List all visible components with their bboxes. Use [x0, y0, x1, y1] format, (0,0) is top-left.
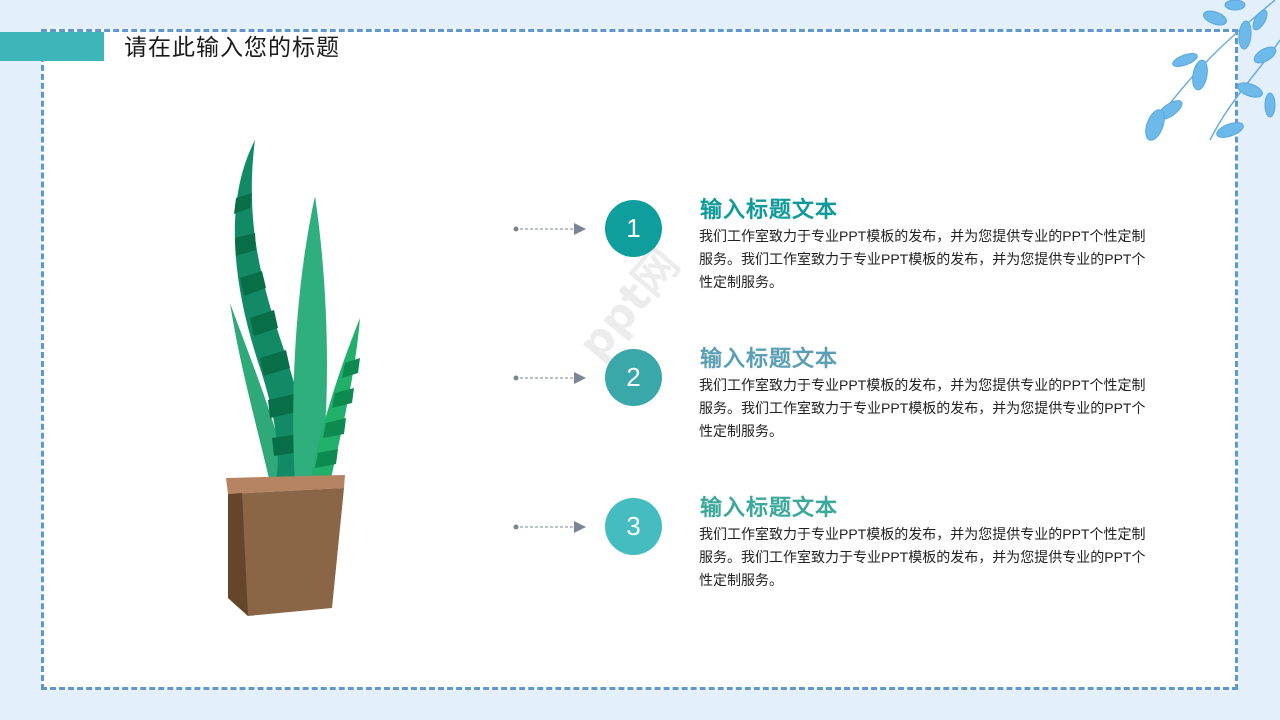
- arrow-connector-icon: [513, 521, 586, 533]
- list-item-2: 2 输入标题文本 我们工作室致力于专业PPT模板的发布，并为您提供专业的PPT个…: [512, 346, 1212, 446]
- leaf-branch-icon: [1145, 0, 1280, 141]
- title-accent-bar: [0, 32, 104, 61]
- item-title[interactable]: 输入标题文本: [700, 496, 839, 521]
- snake-plant-illustration: [226, 140, 360, 616]
- arrow-connector-icon: [513, 372, 586, 384]
- item-title[interactable]: 输入标题文本: [700, 198, 839, 223]
- page-title[interactable]: 请在此输入您的标题: [124, 35, 340, 61]
- arrow-connector-icon: [513, 223, 586, 235]
- item-body[interactable]: 我们工作室致力于专业PPT模板的发布，并为您提供专业的PPT个性定制服务。我们工…: [699, 526, 1146, 588]
- item-body[interactable]: 我们工作室致力于专业PPT模板的发布，并为您提供专业的PPT个性定制服务。我们工…: [699, 228, 1146, 290]
- list-item-3: 3 输入标题文本 我们工作室致力于专业PPT模板的发布，并为您提供专业的PPT个…: [512, 495, 1212, 595]
- number-badge: 1: [605, 200, 662, 257]
- number-badge: 3: [605, 498, 662, 555]
- item-title[interactable]: 输入标题文本: [700, 347, 839, 372]
- list-item-1: 1 输入标题文本 我们工作室致力于专业PPT模板的发布，并为您提供专业的PPT个…: [512, 197, 1212, 297]
- item-body[interactable]: 我们工作室致力于专业PPT模板的发布，并为您提供专业的PPT个性定制服务。我们工…: [699, 377, 1146, 439]
- number-badge: 2: [605, 349, 662, 406]
